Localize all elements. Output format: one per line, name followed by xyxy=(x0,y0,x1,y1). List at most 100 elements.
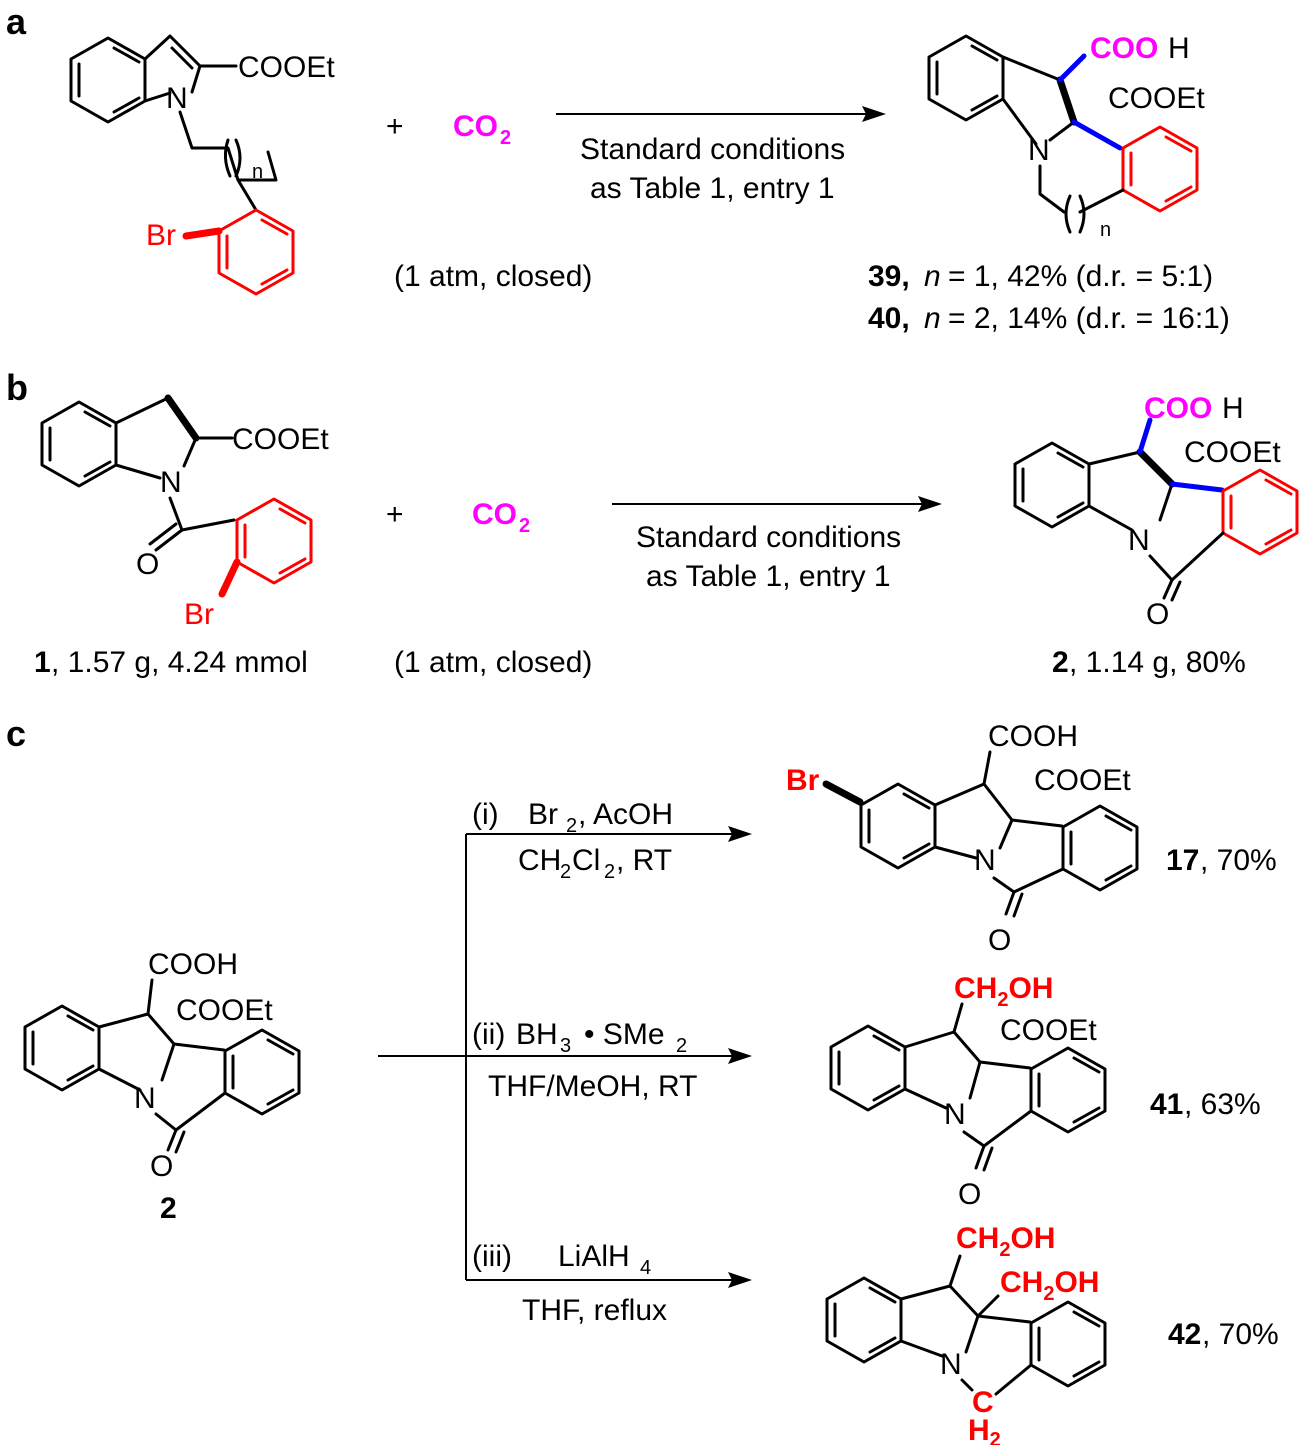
ester-label: COOEt xyxy=(1108,82,1205,115)
route-i-conditions: (i) Br 2 , AcOH CH 2 Cl 2 , RT xyxy=(472,798,673,883)
product-42-caption: 42 , 70% xyxy=(1168,1318,1279,1351)
svg-text:42: 42 xyxy=(1168,1318,1201,1351)
carboxyl-label: COO xyxy=(1090,32,1158,65)
svg-text:= 1, 42% (d.r. = 5:1): = 1, 42% (d.r. = 5:1) xyxy=(948,260,1213,293)
svg-text:2: 2 xyxy=(560,861,571,883)
svg-text:4: 4 xyxy=(640,1257,651,1279)
product-42: CH2OH CH2OH N C H2 xyxy=(825,1222,1107,1445)
pressure-note: (1 atm, closed) xyxy=(394,646,592,679)
carboxyl-label: COOH xyxy=(988,720,1078,753)
reactant-1-caption: 1 , 1.57 g, 4.24 mmol xyxy=(34,646,308,679)
svg-text:2: 2 xyxy=(519,515,530,537)
svg-text:3: 3 xyxy=(560,1035,571,1057)
svg-text:(ii): (ii) xyxy=(472,1018,505,1051)
svg-text:CO: CO xyxy=(472,498,517,531)
benzene-ring xyxy=(40,400,118,488)
nitrogen-atom: N xyxy=(974,844,996,877)
svg-text:THF/MeOH, RT: THF/MeOH, RT xyxy=(488,1070,697,1103)
panel-a-label: a xyxy=(6,1,27,42)
arrowhead xyxy=(728,1048,752,1064)
plus-sign: + xyxy=(386,110,404,143)
benzene-ring xyxy=(927,34,1005,122)
bromobenzoyl-ring xyxy=(235,497,313,585)
panel-c-label: c xyxy=(6,713,26,754)
benzene-ring xyxy=(69,36,147,124)
svg-text:, RT: , RT xyxy=(616,844,672,877)
benzene-ring xyxy=(859,782,937,870)
fused-benzene-ring xyxy=(1029,1300,1107,1388)
svg-text:2: 2 xyxy=(604,861,615,883)
product-17: Br COOH COOEt N O xyxy=(786,720,1139,957)
co2-reagent: CO 2 xyxy=(453,110,511,149)
svg-text:THF, reflux: THF, reflux xyxy=(522,1294,667,1327)
svg-text:2: 2 xyxy=(500,127,511,149)
svg-text:= 2, 14% (d.r. = 16:1): = 2, 14% (d.r. = 16:1) xyxy=(948,302,1230,335)
hydroxymethyl-label-2: CH2OH xyxy=(1000,1266,1099,1305)
arrowhead xyxy=(728,826,752,842)
compound-id: 2 xyxy=(160,1192,177,1225)
panel-b-label: b xyxy=(6,367,28,408)
svg-text:n: n xyxy=(924,302,941,335)
nitrogen-atom: N xyxy=(1128,524,1150,557)
svg-text:41: 41 xyxy=(1150,1088,1183,1121)
ester-label: COOEt xyxy=(176,994,273,1027)
panel-c: c COOH COOEt N O 2 xyxy=(6,713,1279,1445)
svg-text:, 70%: , 70% xyxy=(1202,1318,1279,1351)
benzene-ring xyxy=(825,1276,903,1364)
ester-label: COOEt xyxy=(232,423,329,456)
fused-benzene-ring xyxy=(223,1028,301,1116)
hydroxymethyl-label: CH2OH xyxy=(956,1222,1055,1261)
svg-text:CH: CH xyxy=(518,844,561,877)
svg-text:n: n xyxy=(924,260,941,293)
panel-b: b COOEt N O Br + CO xyxy=(6,367,1299,679)
nitrogen-atom: N xyxy=(944,1098,966,1131)
n-subscript: n xyxy=(252,161,263,183)
svg-text:1: 1 xyxy=(34,646,51,679)
svg-text:• SMe: • SMe xyxy=(584,1018,665,1051)
pressure-note: (1 atm, closed) xyxy=(394,260,592,293)
nitrogen-atom: N xyxy=(160,466,182,499)
svg-text:Cl: Cl xyxy=(572,844,600,877)
svg-text:2: 2 xyxy=(1052,646,1069,679)
benzene-ring xyxy=(829,1024,907,1112)
arrowhead xyxy=(862,106,886,122)
nitrogen-atom: N xyxy=(940,1348,962,1381)
svg-text:BH: BH xyxy=(516,1018,558,1051)
carbonyl-oxygen: O xyxy=(1146,598,1169,631)
svg-text:H: H xyxy=(1168,32,1190,65)
conditions-line-1: Standard conditions xyxy=(580,133,845,166)
benzene-ring xyxy=(23,1004,101,1092)
methylene-carbon: C xyxy=(972,1386,994,1419)
fused-benzene-ring xyxy=(1029,1046,1107,1134)
plus-sign: + xyxy=(386,498,404,531)
result-40: 40, n = 2, 14% (d.r. = 16:1) xyxy=(868,302,1230,335)
carboxyl-label: COO xyxy=(1144,392,1212,425)
arrowhead xyxy=(918,496,942,512)
svg-text:, 63%: , 63% xyxy=(1184,1088,1261,1121)
panel-b-product: COO H COOEt N O xyxy=(1013,392,1299,631)
nitrogen-atom: N xyxy=(1028,134,1050,167)
bromine-label: Br xyxy=(184,598,214,631)
panel-a-product: COO H COOEt N n xyxy=(927,32,1205,241)
fused-benzene-ring xyxy=(1221,468,1299,556)
carbonyl-oxygen: O xyxy=(136,548,159,581)
ester-label: COOEt xyxy=(238,51,335,84)
nitrogen-atom: N xyxy=(134,1082,156,1115)
product-2-caption: 2 , 1.14 g, 80% xyxy=(1052,646,1246,679)
svg-text:2: 2 xyxy=(566,815,577,837)
panel-a: a COOEt N n Br + C xyxy=(6,1,1230,335)
carbonyl-oxygen: O xyxy=(958,1178,981,1211)
ester-label: COOEt xyxy=(1034,764,1131,797)
svg-text:n: n xyxy=(1100,219,1111,241)
svg-text:(i): (i) xyxy=(472,798,499,831)
hydroxymethyl-label: CH2OH xyxy=(954,972,1053,1011)
co2-reagent: CO 2 xyxy=(472,498,530,537)
benzene-ring xyxy=(1013,441,1091,529)
bromine-label: Br xyxy=(786,764,820,797)
carbonyl-oxygen: O xyxy=(150,1150,173,1183)
route-iii-conditions: (iii) LiAlH 4 THF, reflux xyxy=(472,1240,667,1327)
route-ii-conditions: (ii) BH 3 • SMe 2 THF/MeOH, RT xyxy=(472,1018,697,1103)
fused-benzene-ring xyxy=(1061,804,1139,892)
ester-label: COOEt xyxy=(1184,436,1281,469)
